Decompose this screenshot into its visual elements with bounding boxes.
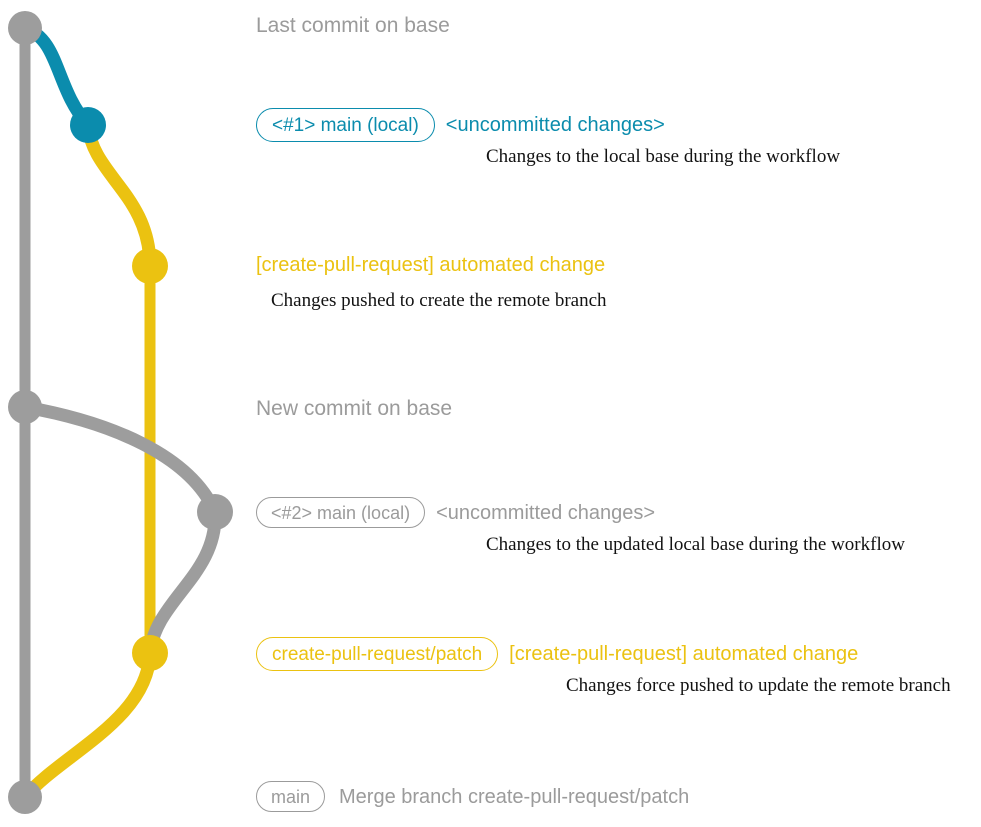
- graph-heading-last-commit-on-base: Last commit on base: [256, 14, 450, 37]
- commit-subject-automated-change-2: [create-pull-request] automated change: [509, 643, 859, 665]
- commit-row-local-change-1: <#1> main (local) <uncommitted changes>: [256, 108, 665, 142]
- commit-row-local-change-2: <#2> main (local) <uncommitted changes>: [256, 497, 655, 528]
- badge-subject-spacer: [425, 512, 436, 513]
- commit-description-local-change-1: Changes to the local base during the wor…: [486, 146, 841, 167]
- graph-heading-new-commit-on-base: New commit on base: [256, 397, 453, 420]
- commit-row-merge-commit: main Merge branch create-pull-request/pat…: [256, 781, 689, 812]
- commit-row-automated-change-1: [create-pull-request] automated change: [256, 255, 605, 275]
- badge-subject-spacer: [435, 125, 446, 126]
- branch-badge-local-change-2[interactable]: <#2> main (local): [256, 497, 426, 528]
- commit-description-automated-change-1: Changes pushed to create the remote bran…: [271, 290, 607, 311]
- commit-subject-local-change-1: <uncommitted changes>: [445, 114, 665, 136]
- commit-row-automated-change-2: create-pull-request/patch [create-pull-re…: [256, 637, 858, 671]
- commit-description-automated-change-2: Changes force pushed to update the remot…: [566, 675, 951, 696]
- commit-subject-merge-commit: Merge branch create-pull-request/patch: [339, 785, 690, 808]
- commit-subject-local-change-2: <uncommitted changes>: [436, 501, 656, 524]
- commit-description-local-change-2: Changes to the updated local base during…: [486, 534, 905, 555]
- badge-subject-spacer: [498, 654, 509, 655]
- branch-badge-local-change-1[interactable]: <#1> main (local): [256, 108, 435, 142]
- badge-subject-spacer: [325, 796, 339, 797]
- branch-badge-automated-change-2[interactable]: create-pull-request/patch: [256, 637, 499, 671]
- branch-badge-merge-commit[interactable]: main: [256, 781, 326, 812]
- commit-subject-automated-change-1: [create-pull-request] automated change: [256, 254, 606, 276]
